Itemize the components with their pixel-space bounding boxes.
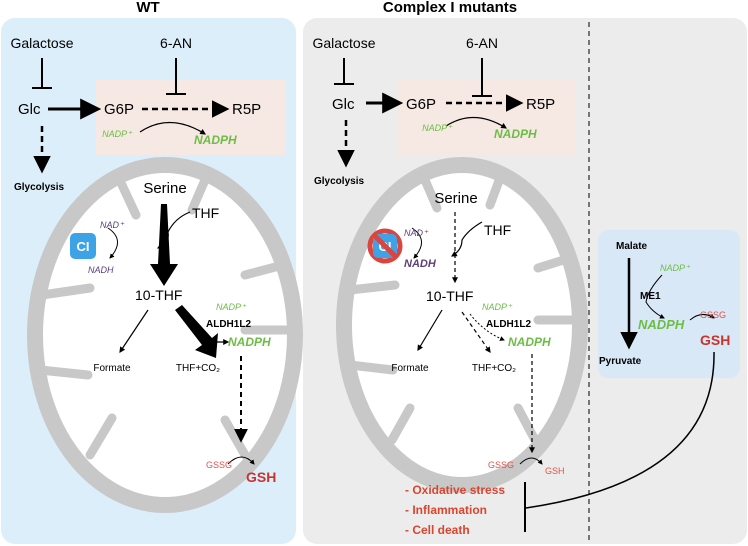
wt-gsh: GSH <box>246 469 276 485</box>
mut-gsh: GSH <box>545 466 565 476</box>
malate-label: Malate <box>616 241 648 252</box>
mut-6an-label: 6-AN <box>466 35 498 51</box>
wt-10thf-label: 10-THF <box>135 287 182 303</box>
mut-mitochondrion <box>336 157 588 493</box>
wt-nad-curve <box>107 227 118 259</box>
wt-serine-to-10thf <box>150 204 178 286</box>
wt-g6p-label: G6P <box>104 101 134 118</box>
wt-10thf-to-formate <box>119 309 149 353</box>
wt-nadp-plus: NADP⁺ <box>102 129 133 139</box>
mut-thf-co2: THF+CO₂ <box>472 363 516 374</box>
mut-nadp-plus: NADP⁺ <box>422 123 453 133</box>
malate-nadph: NADPH <box>638 317 685 332</box>
wt-ci-label: CI <box>77 239 90 254</box>
mut-10thf-to-formate <box>417 309 443 352</box>
mut-mito-nadph: NADPH <box>508 335 551 349</box>
wt-nad-plus: NAD⁺ <box>100 220 125 230</box>
mut-gsh-curve <box>519 457 543 465</box>
wt-10thf-to-thfco2 <box>175 305 218 358</box>
mut-aldh1l2: ALDH1L2 <box>486 319 531 330</box>
wt-mito-nadph: NADPH <box>228 335 271 349</box>
wt-mito-nadp-plus: NADP⁺ <box>216 302 247 312</box>
mutants-title: Complex I mutants <box>383 0 517 16</box>
outcome-cell-death: - Cell death <box>405 523 470 537</box>
outcome-inflammation: - Inflammation <box>405 503 487 517</box>
mut-formate: Formate <box>391 363 429 374</box>
mut-g6p-label: G6P <box>406 96 436 113</box>
mut-10thf-label: 10-THF <box>426 288 473 304</box>
wt-title: WT <box>136 0 159 16</box>
wt-aldh1l2: ALDH1L2 <box>206 319 251 330</box>
wt-serine-label: Serine <box>143 180 186 197</box>
mut-nadph-mito-curve <box>469 313 505 341</box>
mut-ci-block-slash <box>372 233 398 259</box>
me1-nadph-curve <box>645 274 665 319</box>
mut-thf-curve <box>450 221 483 257</box>
wt-glc-label: Glc <box>18 101 41 118</box>
mut-mito-nadp-plus: NADP⁺ <box>482 302 513 312</box>
mut-nadh: NADH <box>404 258 437 270</box>
wt-r5p-label: R5P <box>232 101 261 118</box>
wt-thf-curve <box>156 211 191 249</box>
malate-gsh: GSH <box>700 332 730 348</box>
wt-thf-label: THF <box>192 205 219 221</box>
mut-nad-curve <box>411 227 422 259</box>
mut-r5p-label: R5P <box>526 96 555 113</box>
mut-nad-plus: NAD⁺ <box>404 228 429 238</box>
mut-nadph: NADPH <box>494 127 537 141</box>
wt-ppp-box <box>96 80 286 155</box>
wt-6an-label: 6-AN <box>160 35 192 51</box>
mut-10thf-to-thfco2 <box>461 311 491 353</box>
mut-thf-label: THF <box>484 222 511 238</box>
mut-galactose-label: Galactose <box>312 35 375 51</box>
pyruvate-label: Pyruvate <box>599 356 642 367</box>
wt-glycolysis-label: Glycolysis <box>14 182 64 193</box>
mut-glycolysis-label: Glycolysis <box>314 176 364 187</box>
me1-label: ME1 <box>640 291 661 302</box>
malate-gssg: GSSG <box>700 310 726 320</box>
mut-glc-label: Glc <box>332 96 355 113</box>
malate-nadp-plus: NADP⁺ <box>660 263 691 273</box>
wt-nadph: NADPH <box>194 133 237 147</box>
wt-nadph-curve-arrow <box>139 121 207 135</box>
wt-thf-co2: THF+CO₂ <box>176 363 220 374</box>
mut-nadph-curve-arrow <box>445 116 508 129</box>
gsh-inhibition-arc <box>525 351 715 509</box>
outcome-oxidative-stress: - Oxidative stress <box>405 483 505 497</box>
mut-gssg: GSSG <box>488 460 514 470</box>
wt-galactose-label: Galactose <box>10 35 73 51</box>
wt-nadh: NADH <box>88 265 114 275</box>
mut-serine-label: Serine <box>434 190 477 207</box>
wt-gsh-curve <box>227 456 255 465</box>
wt-formate: Formate <box>93 363 131 374</box>
wt-nadph-mito-curve <box>185 315 211 343</box>
wt-gssg: GSSG <box>206 460 232 470</box>
mut-ppp-box <box>398 80 576 155</box>
malate-gsh-curve <box>689 313 715 321</box>
wt-ci-block <box>70 233 96 259</box>
